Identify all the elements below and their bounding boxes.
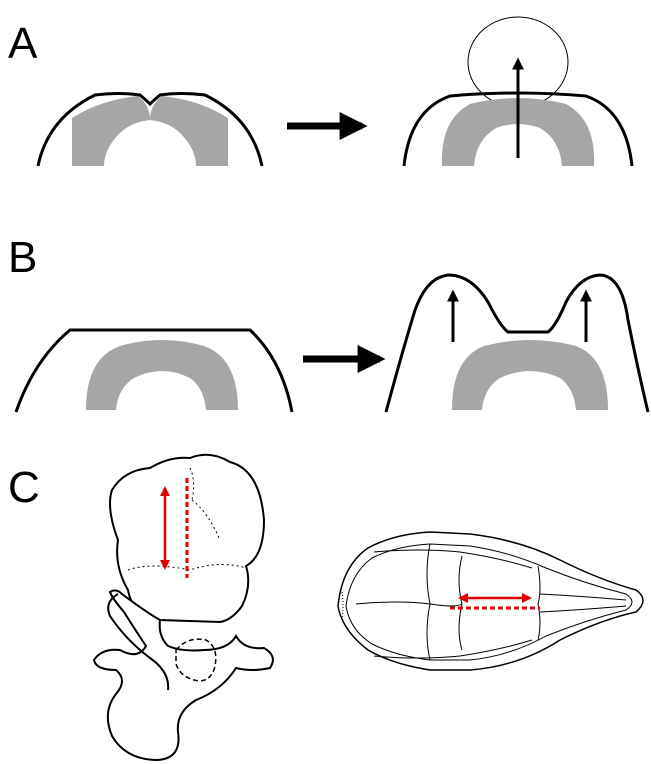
- panel-a-before-cartilage-left: [72, 96, 150, 166]
- panel-b-after: [386, 275, 648, 412]
- panel-a-after: [404, 17, 632, 166]
- panel-c-label: C: [8, 463, 40, 512]
- panel-a-before: [38, 94, 262, 167]
- panel-a-before-cartilage-right: [150, 96, 228, 166]
- panel-c-embryo-dorsal-view: [94, 455, 273, 760]
- panel-b-before: [16, 330, 292, 412]
- panel-b-after-cartilage: [452, 340, 608, 410]
- panel-a-before-outline: [38, 94, 262, 167]
- panel-b-label: B: [8, 233, 37, 282]
- panel-c-adult-skull-dorsal-view: [338, 532, 643, 670]
- panel-b-before-cartilage: [86, 340, 238, 410]
- panel-a-label: A: [8, 19, 38, 68]
